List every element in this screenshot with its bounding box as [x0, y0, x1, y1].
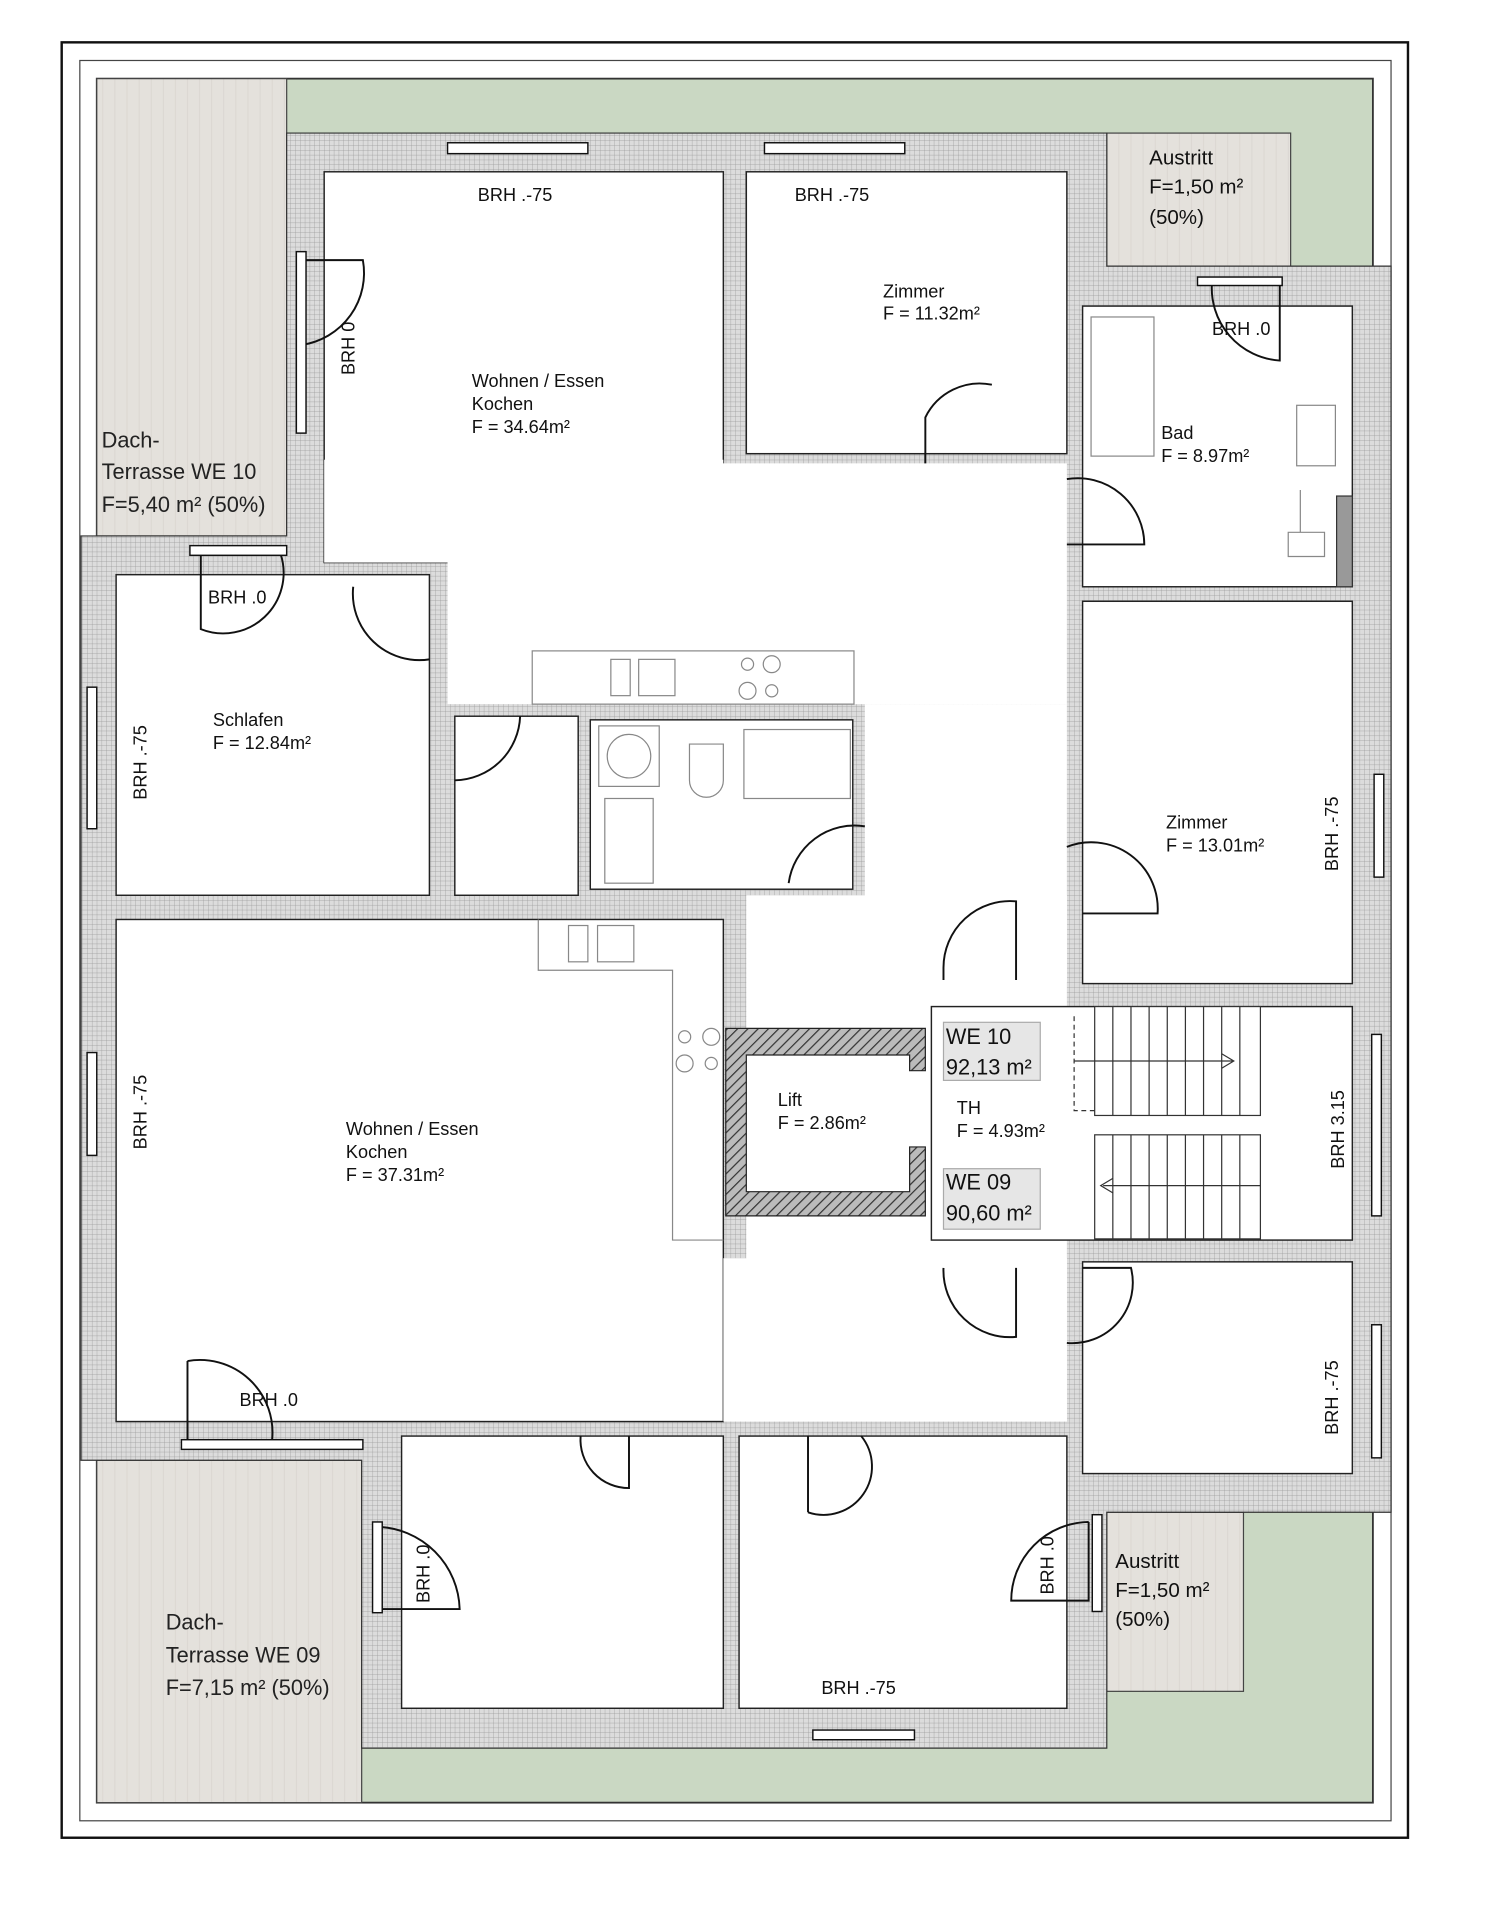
windows — [86, 142, 1385, 1741]
th-label: TH — [957, 1098, 981, 1118]
room-we09-bottom-left — [400, 1435, 725, 1710]
brh-label: BRH .-75 — [130, 1075, 150, 1150]
zimmer-13-label: Zimmer — [1166, 813, 1227, 833]
terrace-we09-label: Dach- — [166, 1610, 224, 1635]
terrace-we10 — [96, 78, 288, 537]
window[interactable] — [295, 250, 307, 434]
we10-area: 92,13 m² — [946, 1054, 1032, 1079]
brh-label: BRH .-75 — [821, 1678, 896, 1698]
austritt-we10-area: F=1,50 m² — [1149, 176, 1243, 199]
wohnen-we09-area: F = 37.31m² — [346, 1165, 444, 1185]
brh-label: BRH .-75 — [130, 725, 150, 800]
labels: Dach- Terrasse WE 10 F=5,40 m² (50%) Aus… — [102, 147, 1348, 1700]
window[interactable] — [763, 142, 906, 155]
window[interactable] — [1370, 1324, 1383, 1459]
brh-label: BRH .0 — [240, 1390, 298, 1410]
brh-label: BRH 0 — [338, 322, 358, 375]
window[interactable] — [812, 1729, 916, 1741]
brh-label: BRH .-75 — [1322, 1360, 1342, 1435]
brh-label: BRH .0 — [413, 1545, 433, 1603]
bad-area: F = 8.97m² — [1161, 446, 1249, 466]
wohnen-we10-label: Wohnen / Essen — [472, 371, 605, 391]
room-schlafen — [115, 573, 431, 896]
we09-area-box — [942, 1168, 1041, 1230]
window[interactable] — [180, 1438, 364, 1451]
terrace-we10-label: Terrasse WE 10 — [102, 459, 257, 484]
bad-wall-fixture — [1336, 495, 1353, 588]
we09-label: WE 09 — [946, 1169, 1011, 1194]
brh-label: BRH .0 — [1212, 319, 1270, 339]
wohnen-we10-area: F = 34.64m² — [472, 417, 570, 437]
lift-label: Lift — [778, 1090, 802, 1110]
window[interactable] — [1373, 773, 1385, 878]
we10-area-box — [942, 1021, 1041, 1081]
window[interactable] — [189, 544, 288, 557]
staircase — [1073, 1005, 1262, 1240]
wohnen-we09-label: Wohnen / Essen — [346, 1119, 479, 1139]
schlafen-label: Schlafen — [213, 710, 284, 730]
room-closet — [454, 715, 579, 896]
window[interactable] — [86, 686, 98, 830]
terrace-we10-label: Dach- — [102, 428, 160, 453]
kitchen-fixtures — [531, 316, 1337, 1241]
terrace-we10-area: F=5,40 m² (50%) — [102, 492, 266, 517]
terrace-we09 — [96, 1459, 363, 1804]
window[interactable] — [1370, 1033, 1383, 1217]
brh-label: BRH .-75 — [795, 185, 870, 205]
window[interactable] — [446, 142, 589, 155]
th-area: F = 4.93m² — [957, 1121, 1045, 1141]
window[interactable] — [86, 1051, 98, 1157]
we09-area: 90,60 m² — [946, 1201, 1032, 1226]
terrace-we09-area: F=7,15 m² (50%) — [166, 1675, 330, 1700]
wohnen-we10-label: Kochen — [472, 394, 533, 414]
zimmer-11-label: Zimmer — [883, 282, 944, 302]
schlafen-area: F = 12.84m² — [213, 733, 311, 753]
window[interactable] — [1091, 1513, 1103, 1613]
zimmer-11-area: F = 11.32m² — [883, 303, 980, 323]
wohnen-we09-label: Kochen — [346, 1142, 407, 1162]
room-we09-bottom-right — [738, 1435, 1068, 1710]
lift-shaft — [725, 1027, 926, 1217]
lift-area: F = 2.86m² — [778, 1113, 866, 1133]
window[interactable] — [1196, 276, 1283, 287]
terrace-we09-label: Terrasse WE 09 — [166, 1642, 321, 1667]
room-wohnen-we09 — [115, 918, 725, 1423]
brh-label: BRH .-75 — [1322, 797, 1342, 872]
window[interactable] — [371, 1521, 383, 1614]
brh-label: BRH .0 — [1038, 1536, 1058, 1594]
room-bad — [1081, 305, 1354, 588]
bad-label: Bad — [1161, 423, 1193, 443]
doors — [186, 259, 1281, 1611]
austritt-we09-pct: (50%) — [1115, 1608, 1170, 1631]
brh-label: BRH 3.15 — [1328, 1090, 1348, 1169]
zimmer-13-area: F = 13.01m² — [1166, 836, 1264, 856]
room-zimmer-13 — [1081, 600, 1354, 985]
brh-label: BRH .-75 — [478, 185, 553, 205]
rooms — [115, 171, 1354, 1710]
austritt-we09-area: F=1,50 m² — [1115, 1579, 1209, 1602]
brh-label: BRH .0 — [208, 588, 266, 608]
room-zimmer-11 — [745, 171, 1068, 455]
austritt-we10-label: Austritt — [1149, 147, 1213, 170]
austritt-we10-pct: (50%) — [1149, 206, 1204, 229]
austritt-we09-label: Austritt — [1115, 1550, 1179, 1573]
we10-label: WE 10 — [946, 1024, 1011, 1049]
room-we09-right — [1081, 1261, 1354, 1475]
room-wc — [589, 719, 854, 890]
